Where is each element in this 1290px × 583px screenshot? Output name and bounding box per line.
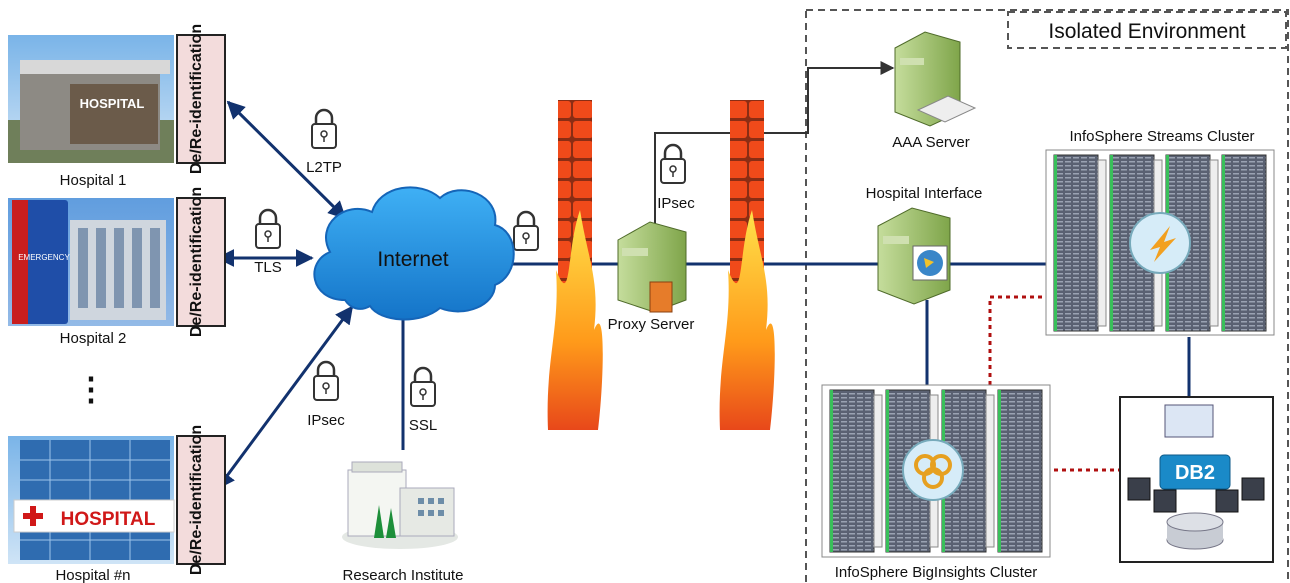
hospital-n-sign: HOSPITAL [61, 509, 156, 530]
db2-label: DB2 [1175, 462, 1215, 484]
lock-icon [660, 143, 686, 184]
hospital-interface-icon [877, 207, 951, 305]
hospital-1-image: HOSPITAL [8, 35, 174, 163]
ipsec-proxy-label: IPsec [657, 195, 695, 212]
link-hospital1 [226, 100, 347, 220]
hospital-2-label: Hospital 2 [60, 330, 127, 347]
research-institute-icon [342, 461, 458, 549]
tls-label: TLS [254, 259, 282, 276]
streams-cluster-label: InfoSphere Streams Cluster [1069, 128, 1254, 145]
deid-label-n: De/Re-identification [188, 425, 205, 575]
deid-badge-1: De/Re-identification [176, 24, 226, 174]
l2tp-label: L2TP [306, 159, 342, 176]
streams-cluster-icon [1045, 149, 1275, 336]
hospital-n-image: HOSPITAL [8, 436, 175, 564]
deid-badge-n: De/Re-identification [176, 425, 226, 575]
ssl-label: SSL [409, 417, 437, 434]
hospital-2-image: EMERGENCY [8, 198, 174, 326]
lock-icon [313, 360, 339, 401]
dashed-red-links [988, 295, 1120, 472]
hospital-n-label: Hospital #n [55, 567, 130, 583]
internet-cloud: Internet [313, 186, 515, 321]
firewall-left [547, 100, 603, 430]
research-institute-label: Research Institute [343, 567, 464, 583]
aaa-server-label: AAA Server [892, 134, 970, 151]
isolated-environment-title: Isolated Environment [1048, 20, 1245, 43]
isolated-environment: Isolated Environment [805, 9, 1289, 583]
db2-icon: DB2 [1119, 396, 1274, 563]
lock-icon [255, 208, 281, 249]
internet-label: Internet [377, 248, 448, 271]
deid-label-1: De/Re-identification [188, 24, 205, 174]
aaa-server-icon [894, 31, 977, 127]
lock-icon [311, 108, 337, 149]
deid-label-2: De/Re-identification [188, 187, 205, 337]
biginsights-cluster-icon [821, 384, 1051, 558]
proxy-server-label: Proxy Server [608, 316, 695, 333]
hospital-1-sign: HOSPITAL [80, 96, 145, 111]
lock-icon [410, 366, 436, 407]
link-hospitaln [216, 305, 354, 490]
ipsec-left-label: IPsec [307, 412, 345, 429]
deid-badge-2: De/Re-identification [176, 187, 226, 337]
hospital-ellipsis: ⋮ [75, 371, 107, 407]
hospital-interface-label: Hospital Interface [866, 185, 983, 202]
firewall-right [719, 100, 775, 430]
biginsights-cluster-label: InfoSphere BigInsights Cluster [835, 564, 1038, 581]
link-proxy-aaa [654, 61, 895, 228]
lock-icon [513, 210, 539, 251]
hospital-1-label: Hospital 1 [60, 172, 127, 189]
hospital-2-sign: EMERGENCY [18, 253, 70, 262]
proxy-server-icon [617, 221, 687, 313]
